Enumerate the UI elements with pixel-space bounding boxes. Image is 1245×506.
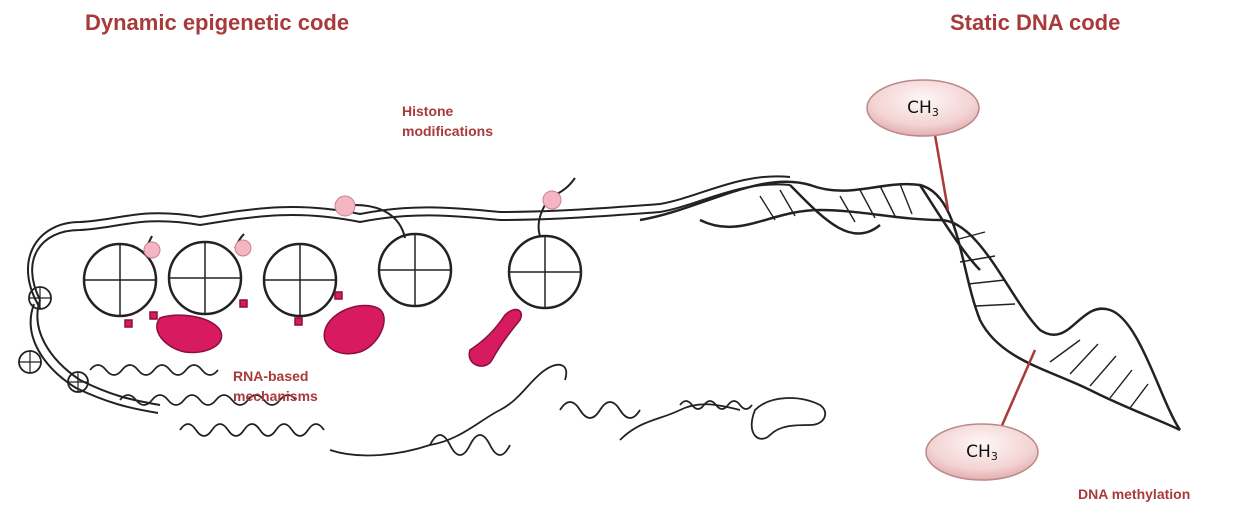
rna-label-line1: RNA-based bbox=[233, 366, 318, 386]
label-rna-based-mechanisms: RNA-based mechanisms bbox=[233, 366, 318, 406]
title-static-dna-code: Static DNA code bbox=[950, 10, 1120, 36]
dna-base-pairs bbox=[760, 184, 1148, 408]
nucleosome-3 bbox=[264, 244, 336, 316]
rna-label-line2: mechanisms bbox=[233, 386, 318, 406]
nucleosome-4 bbox=[379, 234, 451, 306]
methyl-ovals bbox=[867, 80, 1038, 480]
dna-double-helix bbox=[640, 182, 1180, 430]
ch3-top-base: CH bbox=[907, 98, 932, 118]
histone-label-line1: Histone bbox=[402, 101, 493, 121]
ch3-bottom-sub: 3 bbox=[991, 450, 998, 463]
nucleosome-5 bbox=[509, 236, 581, 308]
ch3-bottom-base: CH bbox=[966, 442, 991, 462]
label-histone-modifications: Histone modifications bbox=[402, 101, 493, 141]
label-dna-methylation: DNA methylation bbox=[1078, 484, 1190, 504]
histone-label-line2: modifications bbox=[402, 121, 493, 141]
ch3-top-sub: 3 bbox=[932, 106, 939, 119]
condensed-chromatin bbox=[19, 287, 825, 455]
nucleosome-2 bbox=[169, 242, 241, 314]
title-dynamic-epigenetic-code: Dynamic epigenetic code bbox=[85, 10, 349, 36]
